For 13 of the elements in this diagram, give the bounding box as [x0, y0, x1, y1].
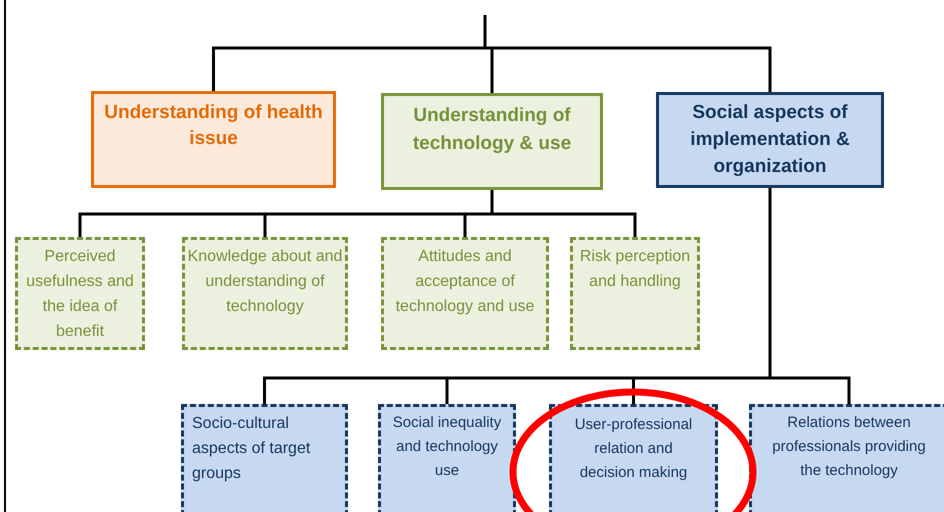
category-box: Social inequality and technology use	[378, 404, 516, 512]
category-box: Risk perception and handling	[570, 237, 700, 350]
category-box: Relations between professionals providing the technology	[749, 404, 944, 512]
category-box: Social aspects of implementation & organization	[656, 92, 884, 188]
category-box: Knowledge about and understanding of technology	[182, 237, 348, 350]
connector-line	[490, 190, 636, 237]
category-box: Socio-cultural aspects of target groups	[181, 404, 348, 512]
category-box: Understanding of technology & use	[381, 93, 603, 190]
category-box: User-professional relation and decision making	[549, 404, 718, 512]
category-box: Understanding of health issue	[91, 91, 336, 188]
category-box: Perceived usefulness and the idea of benefit	[15, 237, 145, 350]
category-box: Attitudes and acceptance of technology and use	[381, 237, 549, 350]
connector-line	[768, 188, 850, 404]
